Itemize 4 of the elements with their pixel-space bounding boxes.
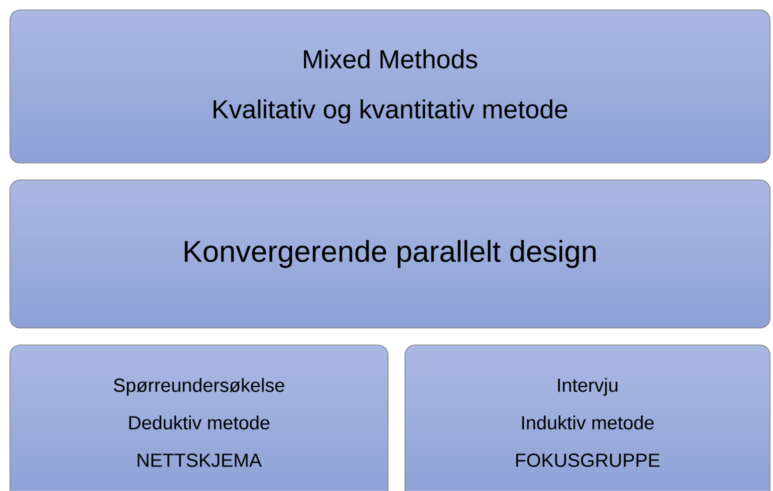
process-box: Mixed Methods Kvalitativ og kvantitativ metode [10, 10, 770, 164]
process-box: Konvergerende parallelt design [10, 180, 770, 328]
process-box: Spørreundersøkelse Deduktiv metode NETTSKJEMA [10, 344, 388, 491]
process-box: Intervju Induktiv metode FOKUSGRUPPE [404, 344, 770, 491]
